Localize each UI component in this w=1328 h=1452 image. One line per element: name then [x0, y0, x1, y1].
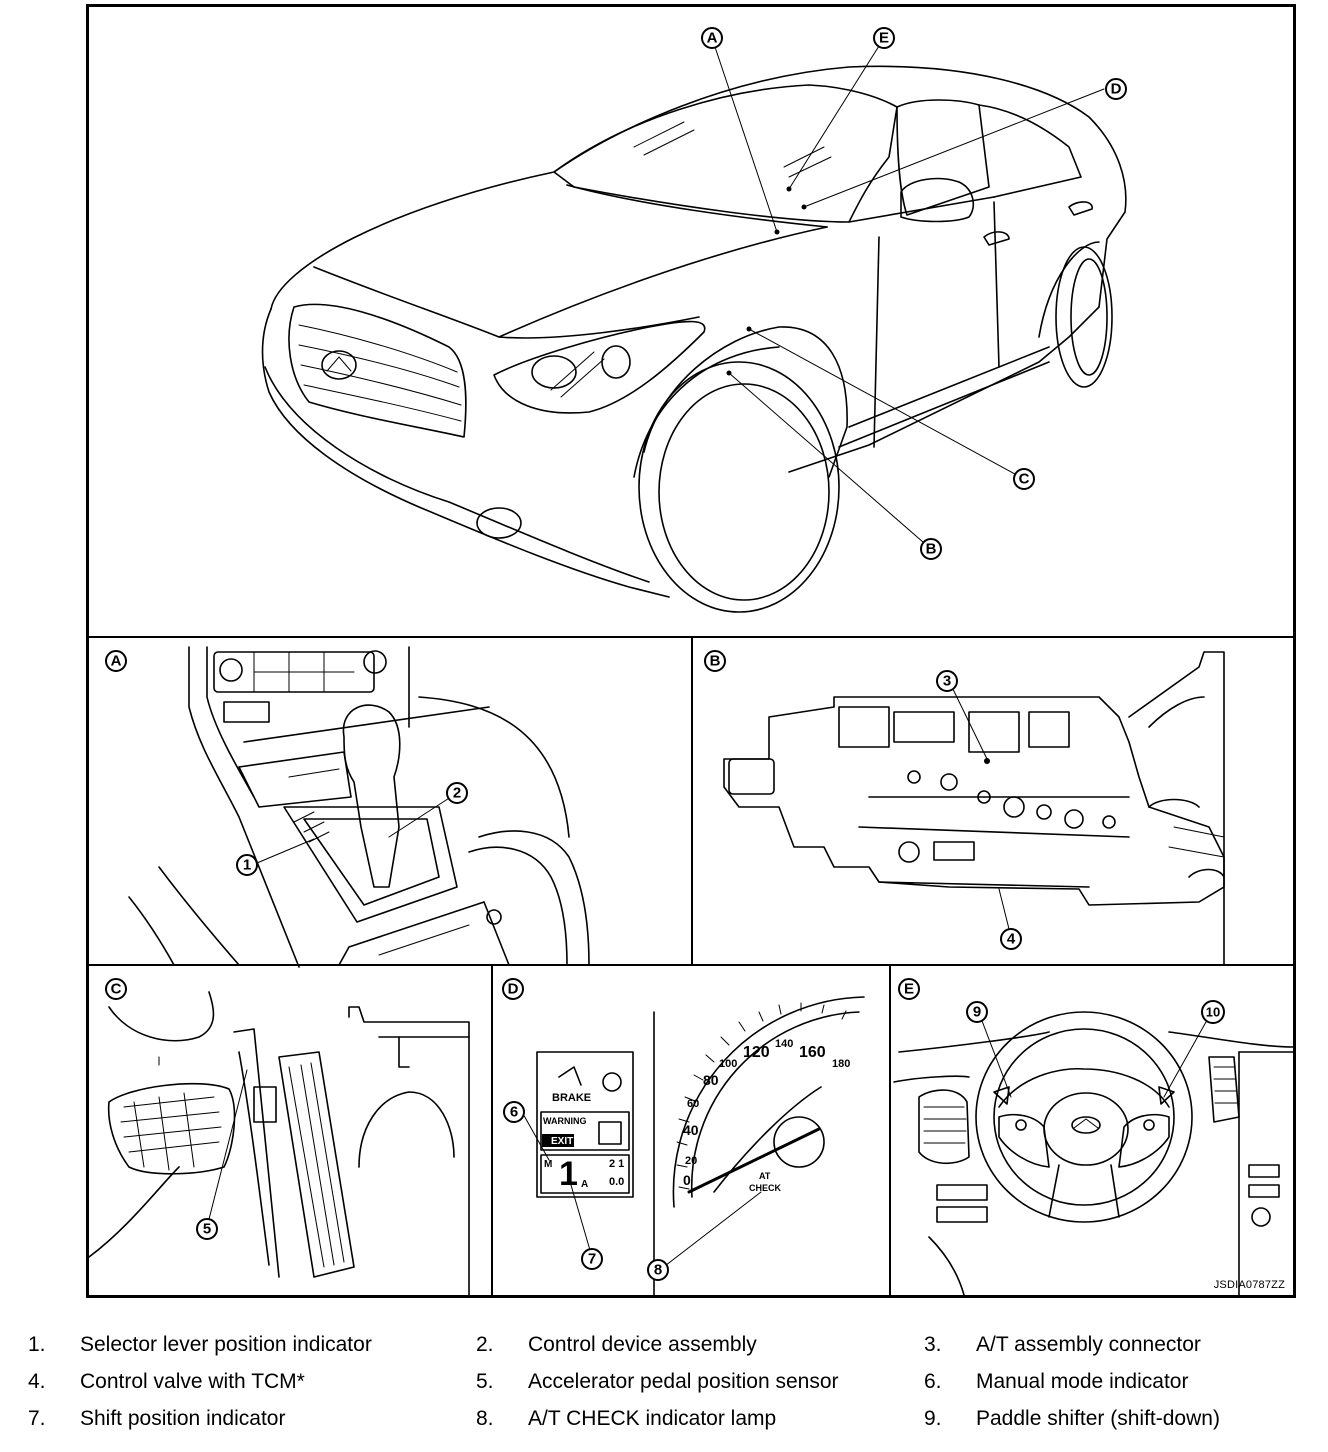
legend-number: 7. — [28, 1407, 46, 1430]
svg-text:20: 20 — [685, 1155, 697, 1167]
svg-text:160: 160 — [799, 1044, 826, 1061]
legend-number: 3. — [924, 1333, 942, 1356]
callout-D-vehicle: D — [1105, 78, 1127, 100]
legend-text: Accelerator pedal position sensor — [528, 1370, 839, 1393]
svg-text:A: A — [707, 30, 718, 47]
legend-text: A/T assembly connector — [976, 1333, 1201, 1356]
legend-text: Paddle shifter (shift-down) — [976, 1407, 1220, 1430]
svg-text:WARNING: WARNING — [543, 1116, 587, 1126]
callout-1: 1 — [236, 854, 258, 876]
legend-number: 1. — [28, 1333, 46, 1356]
svg-text:180: 180 — [832, 1058, 850, 1070]
legend-text: A/T CHECK indicator lamp — [528, 1407, 777, 1430]
legend-text: Manual mode indicator — [976, 1370, 1189, 1393]
callout-6: 6 — [503, 1101, 525, 1123]
legend: 1. Selector lever position indicator 2. … — [0, 1325, 1328, 1445]
svg-text:B: B — [710, 653, 721, 670]
svg-text:CHECK: CHECK — [749, 1183, 782, 1193]
figure-code: JSDIA0787ZZ — [1213, 1279, 1285, 1291]
svg-text:1: 1 — [243, 857, 251, 874]
callout-C-vehicle: C — [1013, 468, 1035, 490]
svg-text:BRAKE: BRAKE — [552, 1092, 591, 1104]
svg-text:100: 100 — [719, 1058, 737, 1070]
svg-text:A: A — [111, 653, 122, 670]
callout-2: 2 — [446, 782, 468, 804]
legend-number: 6. — [924, 1370, 942, 1393]
legend-text: Selector lever position indicator — [80, 1333, 372, 1356]
legend-text: Shift position indicator — [80, 1407, 286, 1430]
callout-E-vehicle: E — [873, 27, 895, 49]
svg-text:E: E — [904, 981, 914, 998]
component-location-figure: A E D C B A 2 — [86, 4, 1296, 1298]
svg-text:A: A — [581, 1179, 588, 1190]
svg-text:D: D — [508, 981, 519, 998]
legend-number: 2. — [476, 1333, 494, 1356]
callout-3: 3 — [936, 670, 958, 692]
svg-text:C: C — [1019, 471, 1030, 488]
callout-9: 9 — [966, 1001, 988, 1023]
panel-d-cluster: BRAKE WARNING EXIT M 1 A 2 1 0.0 0 20 40… — [521, 996, 865, 1295]
svg-text:140: 140 — [775, 1038, 793, 1050]
svg-text:0: 0 — [683, 1172, 691, 1188]
svg-text:B: B — [926, 541, 937, 558]
svg-text:6: 6 — [510, 1104, 518, 1121]
legend-text: Control valve with TCM* — [80, 1370, 305, 1393]
svg-text:7: 7 — [588, 1251, 596, 1268]
panel-label-D: D — [502, 978, 524, 1000]
panel-e-steering-wheel — [893, 1011, 1293, 1295]
legend-number: 9. — [924, 1407, 942, 1430]
svg-text:AT: AT — [759, 1171, 771, 1181]
svg-text:E: E — [879, 30, 889, 47]
svg-text:2: 2 — [453, 785, 461, 802]
panel-label-C: C — [105, 978, 127, 1000]
svg-text:60: 60 — [687, 1098, 699, 1110]
panel-b-transmission — [723, 651, 1225, 966]
panel-label-B: B — [704, 650, 726, 672]
legend-number: 8. — [476, 1407, 494, 1430]
svg-text:2 1: 2 1 — [609, 1158, 624, 1170]
svg-text:40: 40 — [683, 1122, 699, 1138]
svg-text:M: M — [544, 1159, 552, 1170]
panel-dividers — [89, 636, 1293, 1295]
svg-text:5: 5 — [203, 1221, 211, 1238]
svg-text:EXIT: EXIT — [551, 1136, 573, 1147]
diagram-canvas: A E D C B A 2 — [89, 27, 1293, 1295]
callout-4: 4 — [1000, 928, 1022, 950]
vehicle-illustration — [261, 65, 1127, 613]
svg-text:120: 120 — [743, 1044, 770, 1061]
callout-8: 8 — [647, 1259, 669, 1281]
legend-number: 5. — [476, 1370, 494, 1393]
svg-text:8: 8 — [654, 1262, 662, 1279]
svg-text:3: 3 — [943, 673, 951, 690]
callout-A-vehicle: A — [701, 27, 723, 49]
svg-text:D: D — [1111, 81, 1122, 98]
legend-number: 4. — [28, 1370, 46, 1393]
svg-text:1: 1 — [559, 1155, 578, 1193]
callout-7: 7 — [581, 1248, 603, 1270]
svg-text:80: 80 — [703, 1072, 719, 1088]
panel-a-shifter — [128, 646, 590, 968]
svg-text:4: 4 — [1007, 931, 1016, 948]
svg-text:C: C — [111, 981, 122, 998]
svg-text:10: 10 — [1206, 1005, 1220, 1020]
panel-c-pedals — [89, 991, 470, 1295]
callout-10: 10 — [1201, 1000, 1225, 1024]
svg-text:0.0: 0.0 — [609, 1176, 624, 1188]
callout-B-vehicle: B — [920, 538, 942, 560]
panel-label-A: A — [105, 650, 127, 672]
vehicle-leaders — [711, 37, 1105, 550]
svg-text:9: 9 — [973, 1004, 981, 1021]
panel-label-E: E — [898, 978, 920, 1000]
callout-5: 5 — [196, 1218, 218, 1240]
legend-text: Control device assembly — [528, 1333, 757, 1356]
